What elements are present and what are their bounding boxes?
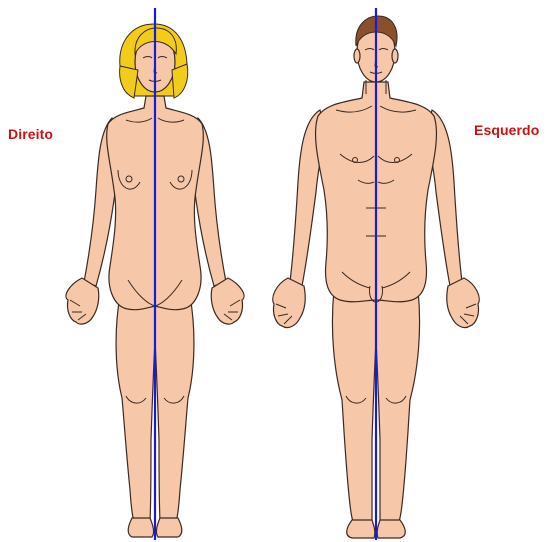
female-left-leg	[116, 296, 155, 522]
male-left-foot	[347, 520, 375, 538]
male-right-foot	[377, 520, 405, 538]
male-right-leg	[376, 290, 420, 524]
male-right-hand	[273, 278, 305, 328]
male-left-leg	[332, 290, 376, 524]
female-right-leg	[155, 296, 194, 522]
female-left-foot	[128, 518, 153, 537]
female-right-foot	[157, 518, 182, 537]
male-left-hand	[447, 278, 479, 328]
